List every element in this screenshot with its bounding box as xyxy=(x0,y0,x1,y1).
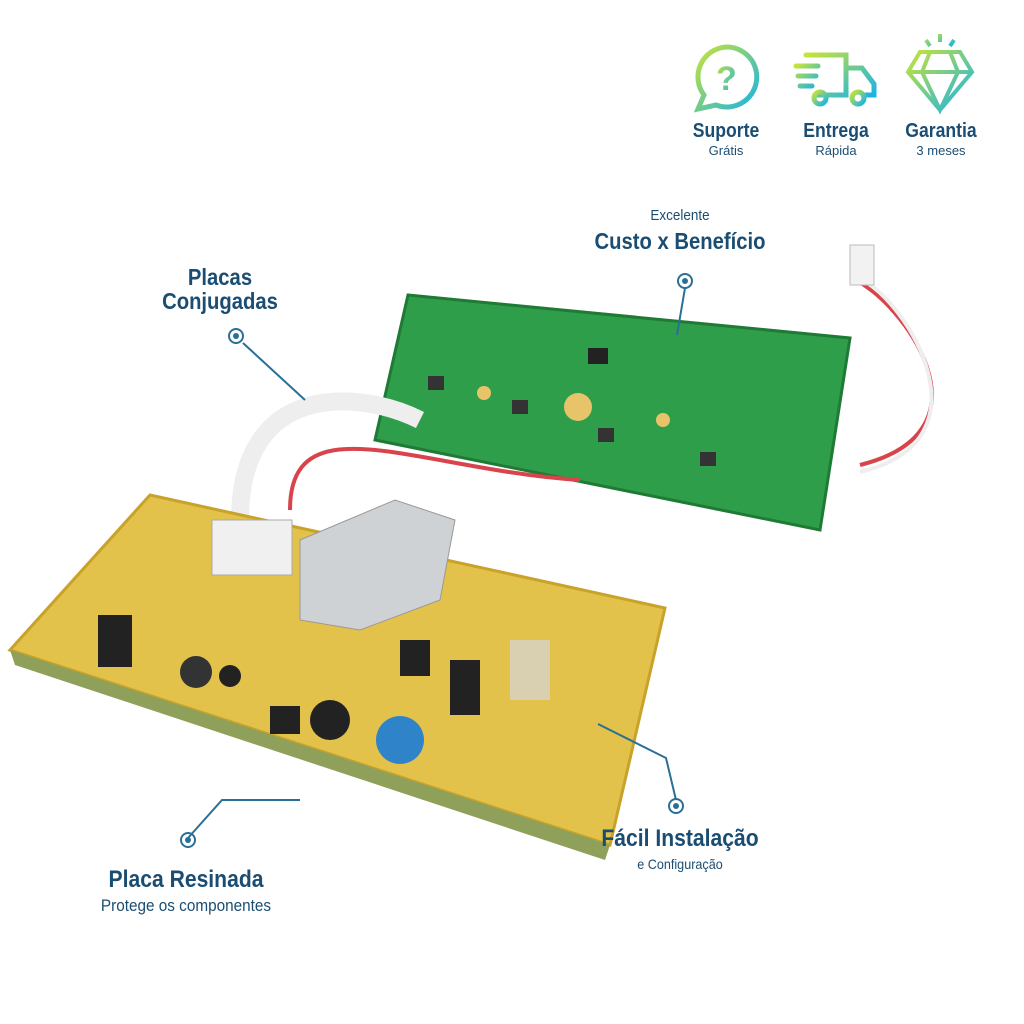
feature-entrega: Entrega Rápida xyxy=(786,120,886,158)
resinada-subtitle: Protege os componentes xyxy=(100,896,272,915)
resinada-title: Placa Resinada xyxy=(108,866,264,893)
question-bubble-icon: ? xyxy=(693,44,760,113)
callout-lines xyxy=(180,273,693,848)
feature-subtitle: 3 meses xyxy=(916,143,966,158)
green-display-board xyxy=(373,244,934,532)
delivery-truck-icon xyxy=(793,52,877,107)
feature-subtitle: Rápida xyxy=(815,143,857,158)
svg-text:?: ? xyxy=(716,60,737,98)
custo-title: Custo x Benefício xyxy=(594,228,766,254)
placas-line1: Placas xyxy=(187,264,253,290)
custo-pre: Excelente xyxy=(650,207,710,224)
diamond-icon xyxy=(905,34,975,115)
ribbon-cable xyxy=(231,392,425,521)
feature-subtitle: Grátis xyxy=(708,143,744,158)
facil-title: Fácil Instalação xyxy=(601,825,759,852)
feature-title: Suporte xyxy=(692,120,760,142)
callout-dots xyxy=(185,278,688,843)
feature-suporte: Suporte Grátis xyxy=(676,120,776,158)
red-wire xyxy=(288,446,581,511)
feature-title: Entrega xyxy=(803,120,869,142)
feature-title: Garantia xyxy=(905,120,977,142)
facil-subtitle: e Configuração xyxy=(637,856,723,872)
feature-garantia: Garantia 3 meses xyxy=(891,120,991,158)
placas-line2: Conjugadas xyxy=(162,288,278,314)
yellow-resin-board xyxy=(7,493,667,860)
